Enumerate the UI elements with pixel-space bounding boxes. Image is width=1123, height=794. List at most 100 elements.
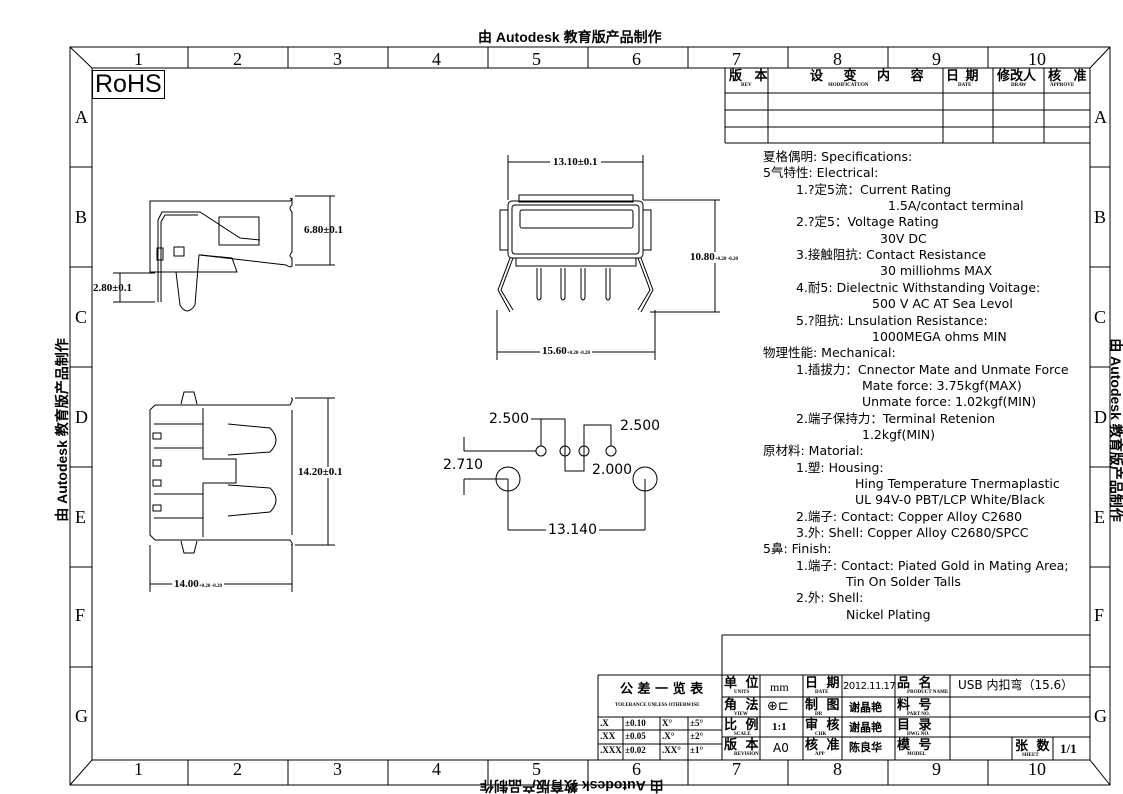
revision-table-lines xyxy=(724,68,1090,144)
tolerance: +0.20 -0.20 xyxy=(714,257,739,262)
spec-line: 1.塑: Housing: xyxy=(796,459,884,475)
spec-line: 4.耐5: Dielectnic Withstanding Voitage: xyxy=(796,279,1041,295)
grid-row-c: C xyxy=(75,307,88,327)
outer-border xyxy=(69,46,1111,786)
label: 设 变 内 容 xyxy=(810,69,932,84)
inner-border xyxy=(91,67,1091,761)
spec-line: Tin On Solder Talls xyxy=(846,574,961,590)
label-en: APPROVE xyxy=(1050,83,1075,88)
spec-line: 3.外: Shell: Copper Alloy C2680/SPCC xyxy=(796,525,1029,541)
dwg-label: 目 录 xyxy=(897,718,934,733)
scale-label-en: SCALE xyxy=(734,732,751,737)
tolerance: +0.20 -0.20 xyxy=(566,351,591,356)
rev-label-en: REVISION xyxy=(734,752,759,757)
grid-col-2: 2 xyxy=(233,49,242,69)
units-label: 单 位 xyxy=(724,676,761,691)
product-label-en: PRODUCT NAME xyxy=(907,690,949,695)
watermark-left: 由 Autodesk 教育版产品制作 xyxy=(54,338,70,522)
rev-label: 版 本 xyxy=(724,738,761,753)
dim-front-leg-width: 15.60+0.20 -0.20 xyxy=(540,346,593,357)
grid-col-10: 10 xyxy=(1028,49,1046,69)
grid-col-5-bottom: 5 xyxy=(532,759,541,779)
part-label-en: PART NO. xyxy=(907,712,930,717)
fp-pitch-mid: 2.000 xyxy=(592,462,633,478)
check-label: 审 核 xyxy=(805,718,842,733)
grid-col-5: 5 xyxy=(532,49,541,69)
date-label: 日 期 xyxy=(805,676,842,691)
part-label: 料 号 xyxy=(897,698,934,713)
dim-top-length: 14.00+0.20 -0.20 xyxy=(172,579,225,590)
check-label-en: CHK xyxy=(815,732,827,737)
spec-line: 1.端子: Contact: Piated Gold in Mating Are… xyxy=(796,557,1069,573)
title-block-lines xyxy=(597,634,1090,760)
tolerance-title: 公 差 一 览 表 xyxy=(620,682,704,697)
view-label: 角 法 xyxy=(724,698,761,713)
spec-line: 1.2kgf(MIN) xyxy=(862,426,936,442)
view-label-en: VIEW xyxy=(734,712,748,717)
grid-col-10-bottom: 10 xyxy=(1028,759,1046,779)
drawn-label: 制 图 xyxy=(805,698,842,713)
grid-row-e-right: E xyxy=(1094,507,1105,527)
approve-label: 核 准 xyxy=(805,738,842,753)
dim-side-pin: 2.80±0.1 xyxy=(93,282,133,294)
grid-col-7: 7 xyxy=(732,49,741,69)
spec-line: 1000MEGA ohms MIN xyxy=(872,328,1007,344)
tolerance: +0.20 -0.20 xyxy=(198,584,223,589)
grid-row-d: D xyxy=(75,407,88,427)
dwg-label-en: DWG NO. xyxy=(907,732,930,737)
label: 修改人 xyxy=(997,69,1037,84)
approved-by: 陈良华 xyxy=(849,741,882,754)
spec-line: 夏格偶明: Specifications: xyxy=(763,149,913,164)
spec-line: 30 milliohms MAX xyxy=(880,263,993,279)
label-en: REV xyxy=(741,83,752,88)
sheet-value: 1/1 xyxy=(1060,741,1077,756)
tolerance-cell: .X xyxy=(600,718,609,728)
fp-span: 13.140 xyxy=(546,522,599,538)
value: 10.80 xyxy=(690,251,715,263)
tolerance-cell: ±2° xyxy=(690,731,704,741)
dim-front-height: 10.80+0.20 -0.20 xyxy=(690,251,739,263)
spec-line: 1.?定5流：Current Rating xyxy=(796,181,952,197)
grid-col-8-bottom: 8 xyxy=(833,759,842,779)
grid-col-6: 6 xyxy=(632,49,641,69)
fp-pitch-left: 2.500 xyxy=(489,411,530,427)
grid-row-g: G xyxy=(75,706,88,726)
top-view-drawing xyxy=(149,391,335,592)
spec-line: 物理性能: Mechanical: xyxy=(763,345,896,361)
spec-line: 2.外: Shell: xyxy=(796,590,864,606)
spec-line: UL 94V-0 PBT/LCP White/Black xyxy=(855,492,1045,508)
spec-line: 1.5A/contact terminal xyxy=(888,198,1024,214)
grid-row-d-right: D xyxy=(1094,407,1107,427)
spec-line: 2.端子: Contact: Copper Alloy C2680 xyxy=(796,508,1023,524)
label-en: DRAW xyxy=(1011,83,1027,88)
revision-value: A0 xyxy=(773,741,789,755)
tolerance-cell: .XXX xyxy=(600,745,622,755)
grid-row-b: B xyxy=(75,207,88,227)
tolerance-cell: X° xyxy=(662,718,673,728)
drawn-label-en: DR xyxy=(815,712,823,717)
grid-row-a: A xyxy=(75,107,88,127)
front-view-drawing xyxy=(496,155,720,360)
grid-col-1: 1 xyxy=(134,49,143,69)
units-label-en: UNITS xyxy=(734,690,750,695)
grid-col-6-bottom: 6 xyxy=(632,759,641,779)
drawn-by: 谢晶艳 xyxy=(849,701,882,714)
grid-col-8: 8 xyxy=(833,49,842,69)
tolerance-cell: ±0.05 xyxy=(625,731,646,741)
spec-line: 5鼻: Finish: xyxy=(763,541,832,557)
tolerance-cell: ±0.10 xyxy=(625,718,646,728)
model-label-en: MODEL xyxy=(907,752,926,757)
date-label-en: DATE xyxy=(815,690,829,695)
tolerance-cell: .XX xyxy=(600,731,616,741)
grid-col-7-bottom: 7 xyxy=(732,759,741,779)
approve-label-en: APP xyxy=(815,752,825,757)
watermark-right: 由 Autodesk 教育版产品制作 xyxy=(1108,338,1123,522)
grid-col-3: 3 xyxy=(333,49,342,69)
tolerance-cell: ±5° xyxy=(690,718,704,728)
spec-line: 5气特性: Electrical: xyxy=(763,165,879,181)
label: 版 本 xyxy=(729,69,772,84)
spec-line: 5.?阻抗: Lnsulation Resistance: xyxy=(796,312,988,328)
